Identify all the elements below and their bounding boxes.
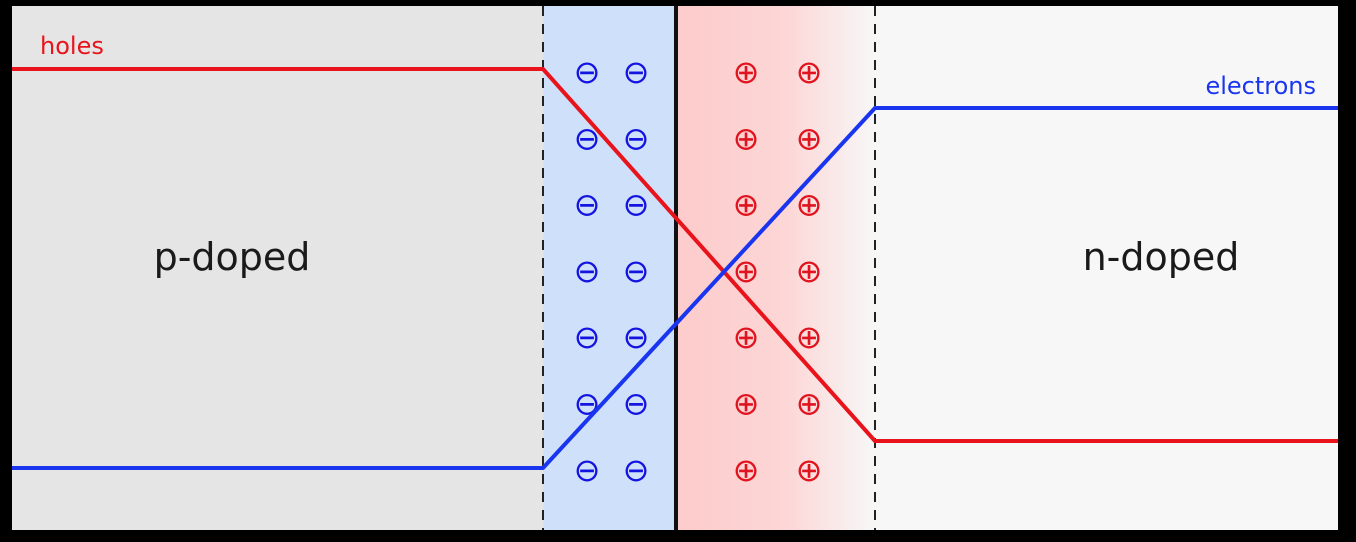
p-doped-region (12, 6, 543, 530)
holes-label: holes (40, 32, 104, 60)
depletion-negative-region (543, 6, 675, 530)
negative-charge-icon: ⊖ (574, 119, 601, 157)
negative-charge-icon: ⊖ (574, 385, 601, 423)
positive-charge-icon: ⊕ (796, 451, 823, 489)
negative-charge-icon: ⊖ (623, 119, 650, 157)
negative-charge-icon: ⊖ (574, 186, 601, 224)
p-doped-label: p-doped (154, 235, 311, 279)
positive-charge-icon: ⊕ (733, 385, 760, 423)
positive-charge-icon: ⊕ (733, 451, 760, 489)
positive-charge-icon: ⊕ (796, 318, 823, 356)
negative-charge-icon: ⊖ (623, 186, 650, 224)
positive-charge-icon: ⊕ (796, 53, 823, 91)
electrons-label: electrons (1205, 72, 1316, 100)
positive-charge-icon: ⊕ (733, 186, 760, 224)
negative-charge-icon: ⊖ (623, 451, 650, 489)
positive-charge-icon: ⊕ (733, 53, 760, 91)
positive-charge-icon: ⊕ (796, 252, 823, 290)
negative-charge-icon: ⊖ (574, 451, 601, 489)
n-doped-label: n-doped (1083, 235, 1240, 279)
positive-charge-icon: ⊕ (796, 119, 823, 157)
negative-charge-icon: ⊖ (574, 252, 601, 290)
positive-charge-icon: ⊕ (733, 119, 760, 157)
positive-charges: ⊕⊕⊕⊕⊕⊕⊕⊕⊕⊕⊕⊕⊕⊕ (733, 53, 823, 489)
negative-charge-icon: ⊖ (623, 318, 650, 356)
positive-charge-icon: ⊕ (733, 318, 760, 356)
depletion-positive-region (675, 6, 875, 530)
negative-charge-icon: ⊖ (623, 385, 650, 423)
negative-charge-icon: ⊖ (623, 252, 650, 290)
holes-curve (12, 67, 1338, 443)
positive-charge-icon: ⊕ (796, 385, 823, 423)
negative-charge-icon: ⊖ (574, 53, 601, 91)
electrons-curve (12, 106, 1338, 470)
negative-charge-icon: ⊖ (623, 53, 650, 91)
negative-charges: ⊖ ⊖ ⊖ ⊖ ⊖ ⊖ ⊖ ⊖ ⊖ ⊖ ⊖ ⊖ ⊖ ⊖ (574, 53, 650, 489)
negative-charge-icon: ⊖ (574, 318, 601, 356)
